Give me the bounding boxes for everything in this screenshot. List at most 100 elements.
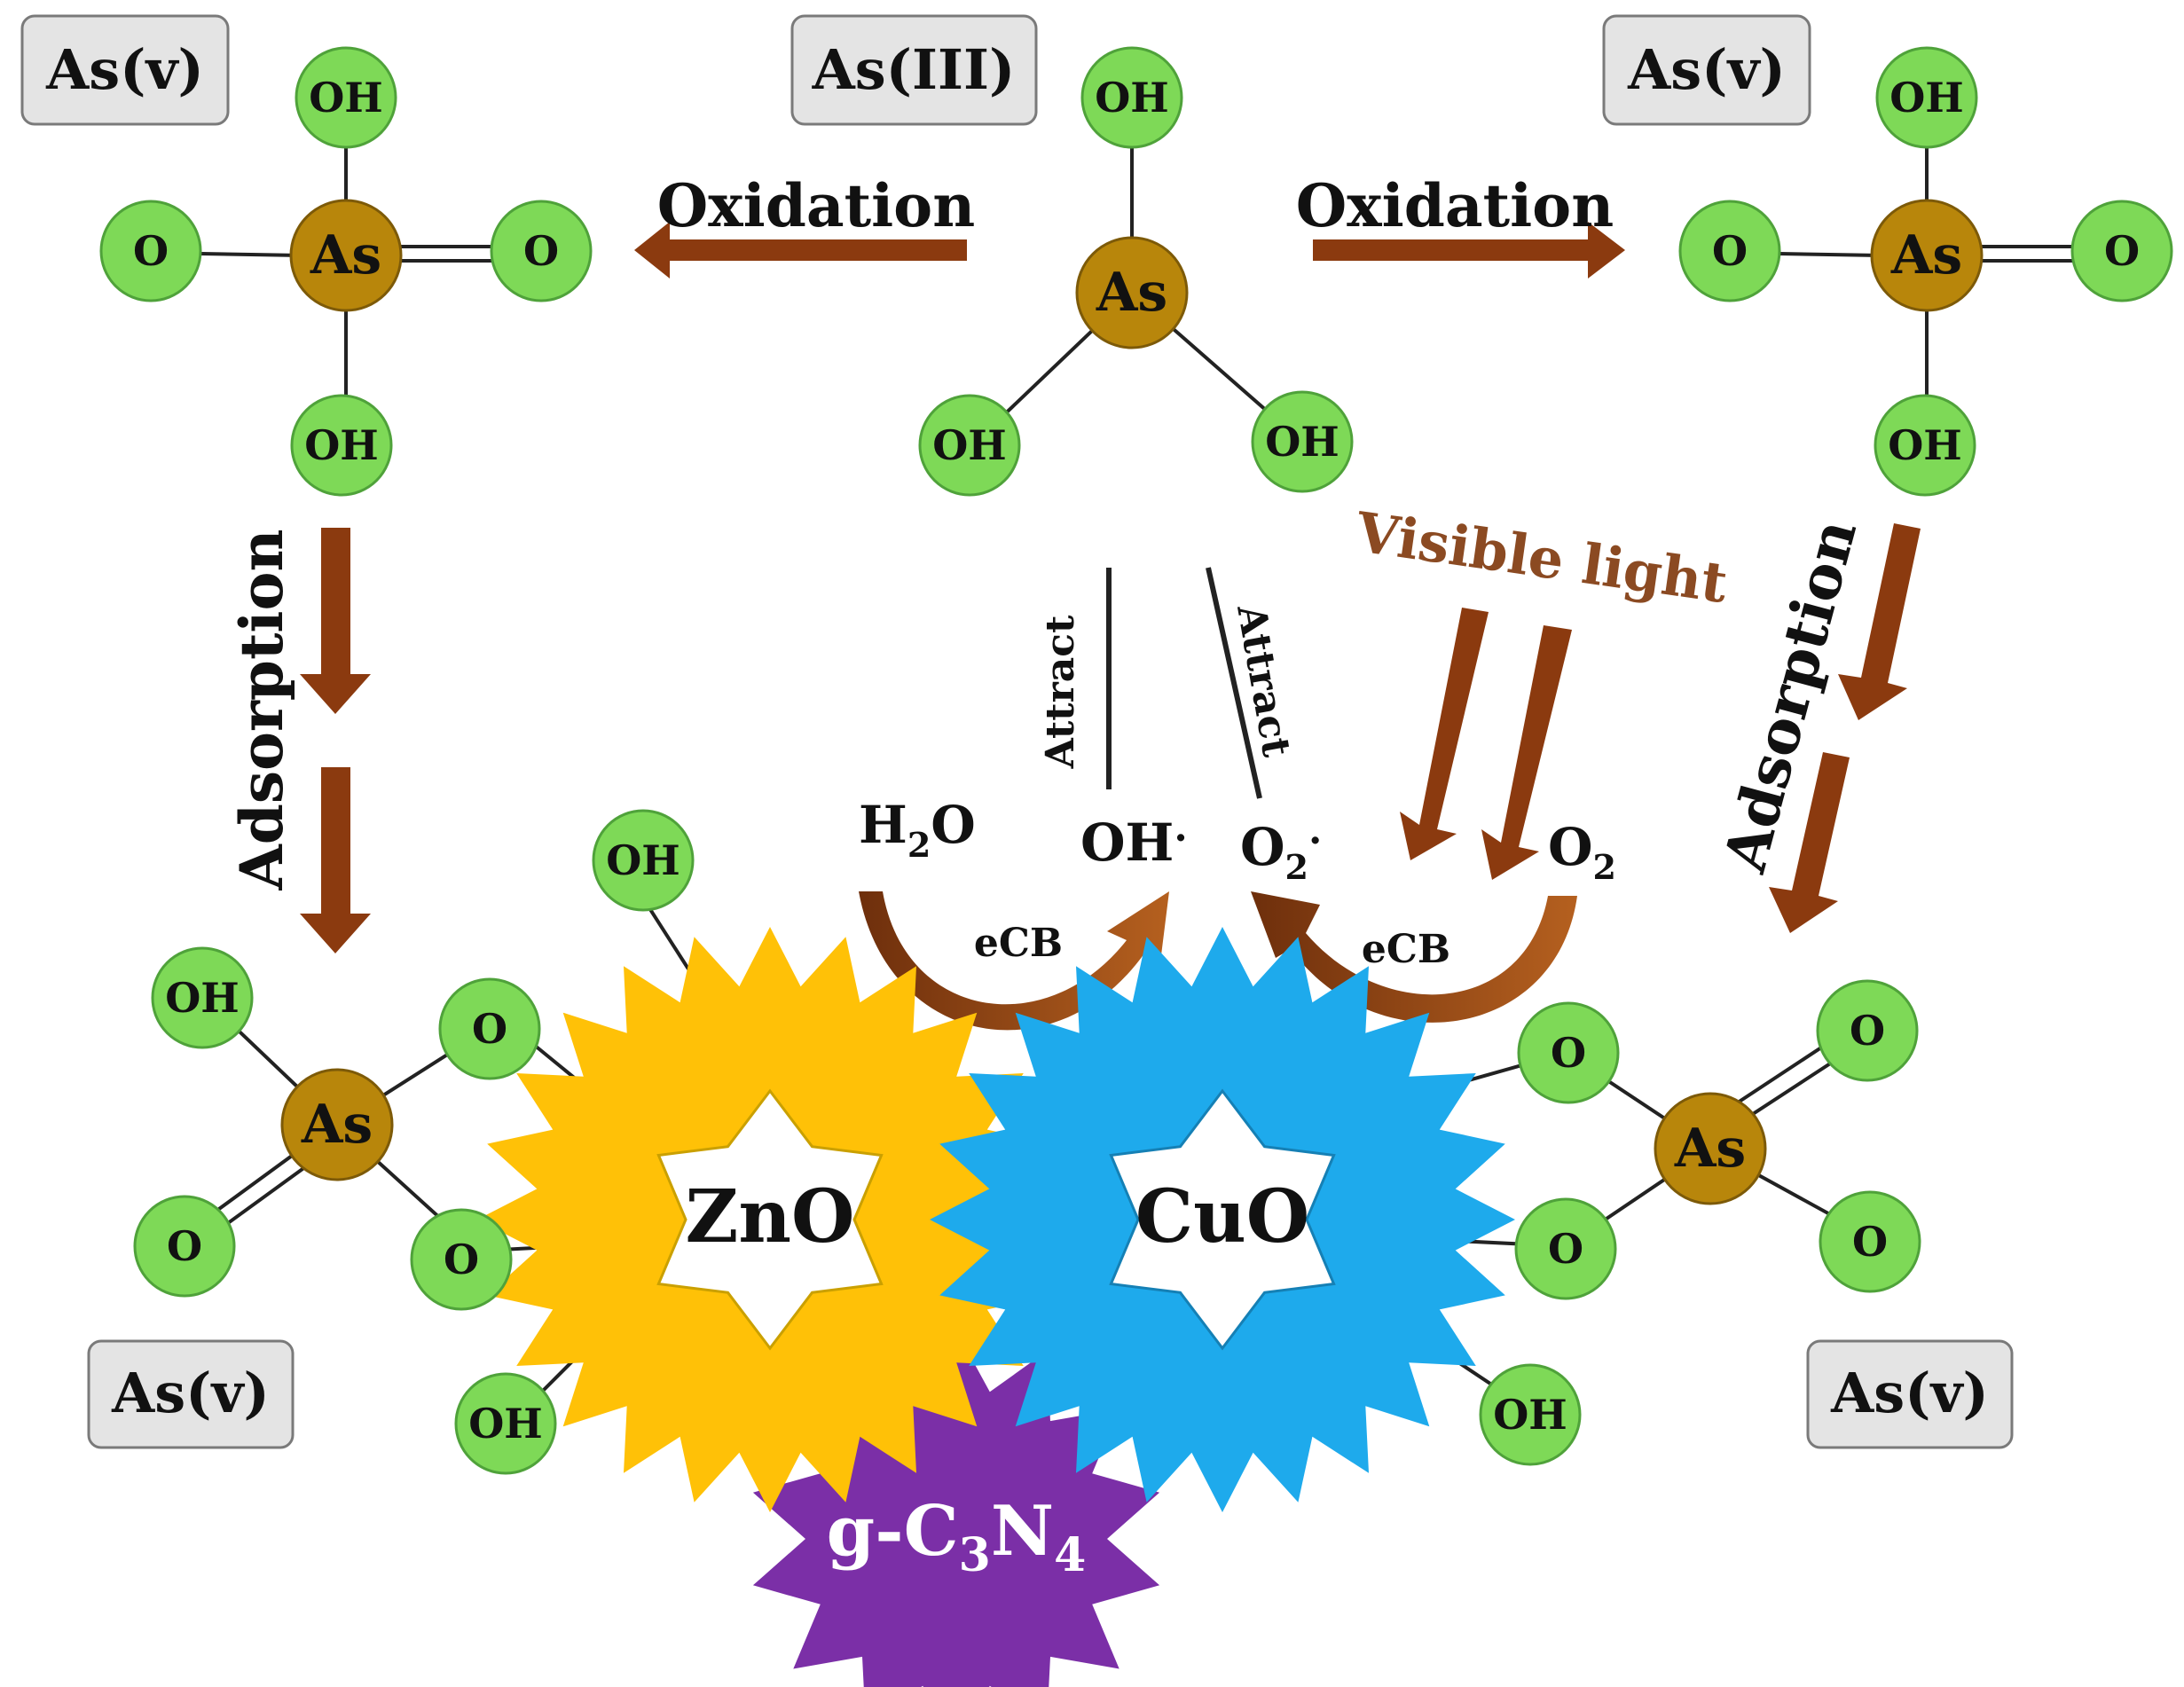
arsenic-node: As [1870,199,1984,312]
arsenic-node: As [1654,1092,1767,1205]
svg-text:O2: O2 [1548,817,1616,887]
svg-text:OH: OH [932,421,1007,469]
svg-text:O: O [2104,227,2140,275]
label-as5-bottom-right: As(v) [1806,1339,2014,1449]
zno-catalyst: ZnO [477,927,1063,1512]
svg-text:Oxidation: Oxidation [657,171,975,240]
hydroxyl-node: OH [1080,46,1183,149]
attract-label-right: Attract [1228,600,1300,761]
oxygen-node: O [1816,979,1919,1082]
species-superoxide: O2. [1240,808,1322,887]
oxygen-node: O [1678,200,1781,302]
oxidation-arrow-right: Oxidation [1296,171,1625,279]
svg-text:OH: OH [304,421,379,469]
oxygen-node: O [1517,1001,1620,1104]
label-as5-bottom-left: As(v) [87,1339,295,1449]
svg-text:Adsorption: Adsorption [1709,512,1870,879]
svg-text:O: O [1551,1029,1586,1077]
svg-text:Adsorption: Adsorption [227,529,296,891]
svg-text:As: As [301,1094,373,1156]
arsenic-node: As [289,199,403,312]
svg-text:CuO: CuO [1135,1174,1309,1259]
svg-text:As: As [310,224,381,286]
hydroxyl-node: OH [1251,390,1354,493]
svg-text:O: O [133,227,169,275]
hydroxyl-node: OH [295,46,397,149]
hydroxyl-node: OH [1479,1363,1582,1466]
svg-text:O: O [472,1005,507,1053]
arsenic-node: As [280,1068,394,1181]
oxygen-node: O [1514,1197,1617,1300]
hydroxyl-node: OH [454,1372,557,1475]
svg-text:eCB: eCB [1362,927,1450,972]
svg-text:OH: OH [165,974,240,1022]
oxidation-arrow-left: Oxidation [634,171,975,279]
oxygen-node: O [438,977,541,1080]
hydroxyl-node: OH [918,394,1021,497]
molecule-as5-bottom-right: O O As O O OH [1479,979,1921,1466]
hydroxyl-node: OH [290,394,393,497]
svg-text:OH: OH [1493,1391,1567,1439]
label-boxes: As(v) As(III) As(v) As(v) As(v) [20,14,2014,1449]
molecule-as3-top-center: OH As OH OH [918,46,1354,497]
oxygen-node: O [1819,1190,1921,1293]
svg-text:Oxidation: Oxidation [1296,171,1614,240]
label-as5-top-left: As(v) [20,14,230,126]
adsorption-arrow-right: Adsorption [1709,512,1921,933]
molecule-as5-bottom-left: OH O As O O OH OH [133,809,695,1475]
svg-text:OH: OH [1265,418,1339,466]
svg-text:O: O [1712,227,1748,275]
svg-text:As(III): As(III) [812,37,1016,102]
svg-text:Visible light: Visible light [1351,499,1732,616]
oxygen-node: O [99,200,202,302]
svg-text:As: As [1674,1118,1746,1180]
hydroxyl-node: OH [151,946,254,1049]
species-water: H2O [859,795,976,865]
svg-text:As: As [1096,262,1167,324]
svg-text:O: O [1850,1007,1885,1055]
svg-text:OH: OH [606,836,680,884]
svg-text:O: O [1548,1225,1583,1273]
label-as5-top-right: As(v) [1602,14,1811,126]
svg-text:OH: OH [468,1400,543,1448]
svg-text:O: O [1852,1218,1888,1266]
attract-label-left: Attract [1038,615,1083,769]
adsorption-arrow-left: Adsorption [227,528,371,953]
svg-text:As(v): As(v) [45,37,204,102]
oxygen-node: O [133,1195,236,1298]
svg-text:As(v): As(v) [111,1361,270,1425]
svg-text:H2O: H2O [859,795,976,865]
hydroxyl-node: OH [1874,394,1976,497]
svg-text:O2.: O2. [1240,808,1322,887]
svg-text:OH: OH [1888,421,1962,469]
svg-text:OH: OH [1889,74,1964,122]
species-hydroxyl-radical: OH. [1080,805,1188,873]
visible-light: Visible light [1351,499,1732,880]
svg-text:eCB: eCB [974,921,1063,966]
svg-text:As(v): As(v) [1830,1361,1989,1425]
svg-text:Attract: Attract [1038,615,1083,769]
molecule-as5-top-left: OH O As O OH [99,46,593,497]
label-as3-top-center: As(III) [790,14,1038,126]
svg-text:OH: OH [1095,74,1169,122]
hydroxyl-node: OH [592,809,695,912]
svg-text:ZnO: ZnO [686,1174,855,1259]
oxygen-node: O [410,1208,513,1311]
molecule-as5-top-right: OH O As O OH [1678,46,2173,497]
oxygen-node: O [490,200,593,302]
oxygen-node: O [2070,200,2173,302]
svg-text:OH: OH [309,74,383,122]
svg-text:O: O [523,227,559,275]
species-oxygen: O2 [1548,817,1616,887]
svg-text:As(v): As(v) [1627,37,1786,102]
hydroxyl-node: OH [1875,46,1978,149]
gcn-catalyst: g-C3N4 [752,1330,1160,1687]
arsenic-node: As [1075,236,1189,349]
svg-text:Attract: Attract [1228,600,1300,761]
svg-text:As: As [1890,224,1962,286]
svg-text:O: O [444,1236,479,1283]
cuo-catalyst: CuO [930,927,1515,1512]
svg-text:g-C3N4: g-C3N4 [827,1491,1087,1582]
svg-text:OH.: OH. [1080,805,1188,873]
